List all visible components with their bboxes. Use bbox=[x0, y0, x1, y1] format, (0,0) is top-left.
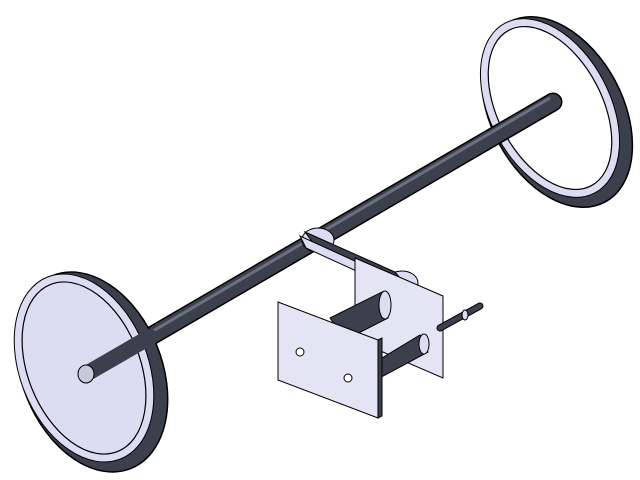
bolt-hole bbox=[295, 347, 305, 357]
motor-shaft bbox=[436, 302, 484, 332]
bolt-hole bbox=[343, 373, 353, 383]
axle-end bbox=[77, 329, 158, 384]
front-plate bbox=[277, 301, 383, 419]
